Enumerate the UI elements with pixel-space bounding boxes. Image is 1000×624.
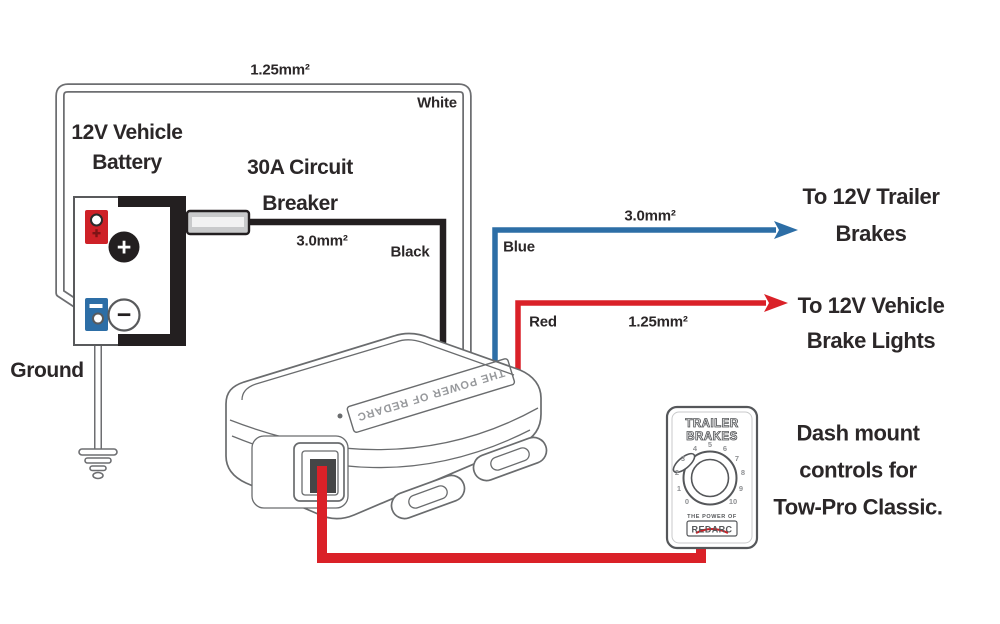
redarc-logo-text: REDARC <box>692 525 733 535</box>
brake-lights-line1: To 12V Vehicle <box>797 293 945 318</box>
dial-number: 1 <box>677 484 681 493</box>
dial-number: 9 <box>739 484 743 493</box>
dash-control-panel: TRAILER BRAKES 0 1 2 3 4 5 6 7 8 9 10 TH… <box>665 405 759 550</box>
dash-caption-line1: Dash mount <box>796 420 920 446</box>
circuit-breaker-label-line1: 30A Circuit <box>247 156 353 179</box>
white-wire-label: White <box>417 94 457 112</box>
dial-number: 4 <box>693 444 698 453</box>
battery-label: 12V Vehicle Battery <box>71 118 183 178</box>
dial-number: 3 <box>681 454 685 463</box>
positive-symbol: + <box>108 231 140 263</box>
top-wire-gauge-label: 1.25mm² <box>250 61 310 79</box>
panel-title-line2: BRAKES <box>686 431 738 443</box>
plus-icon: + <box>117 234 132 262</box>
battery-label-line1: 12V Vehicle <box>71 121 183 144</box>
dash-caption-line2: controls for <box>799 457 917 483</box>
battery-label-line2: Battery <box>92 151 162 174</box>
dial-number: 2 <box>675 468 679 477</box>
indicator-dot <box>337 413 343 419</box>
red-arrow-icon <box>764 294 788 312</box>
trailer-brakes-destination-label: To 12V Trailer Brakes <box>802 178 939 252</box>
ground-symbol <box>78 448 118 480</box>
negative-symbol: − <box>107 298 141 332</box>
brake-lights-destination-label: To 12V Vehicle Brake Lights <box>798 288 945 358</box>
mounting-flange-right <box>472 436 548 482</box>
blue-wire-gauge-label: 3.0mm² <box>624 207 676 225</box>
battery: + − <box>73 196 186 346</box>
red-wire-gauge-label: 1.25mm² <box>628 313 688 331</box>
panel-footer-text: THE POWER OF <box>687 514 737 520</box>
battery-negative-terminal <box>85 298 108 331</box>
circuit-breaker <box>185 209 251 236</box>
battery-positive-terminal <box>85 210 108 244</box>
white-ground-loop-wire <box>55 83 472 355</box>
knob-pointer <box>672 452 696 474</box>
trailer-brakes-line1: To 12V Trailer <box>802 184 940 209</box>
dial-number: 6 <box>723 444 727 453</box>
brake-controller-unit: THE POWER OF REDARC <box>225 332 548 520</box>
dial-number: 10 <box>729 497 737 506</box>
black-wire-gauge-label: 3.0mm² <box>296 232 348 250</box>
red-wire-label: Red <box>529 313 557 331</box>
control-knob[interactable] <box>671 450 738 506</box>
blue-trailer-wire <box>492 221 798 362</box>
circuit-breaker-label: 30A Circuit Breaker <box>247 150 353 222</box>
red-brakelight-wire <box>515 294 788 370</box>
dial-scale: 0 1 2 3 4 5 6 7 8 9 10 <box>675 440 745 506</box>
dial-number: 7 <box>735 454 739 463</box>
minus-icon: − <box>117 301 132 329</box>
circuit-breaker-label-line2: Breaker <box>262 192 338 215</box>
dash-caption-line3: Tow-Pro Classic. <box>773 494 943 520</box>
mounting-flange-bottom <box>390 474 466 520</box>
controller-socket <box>251 435 349 509</box>
ground-label: Ground <box>10 359 84 382</box>
blue-wire-label: Blue <box>503 238 535 256</box>
dial-number: 0 <box>685 497 689 506</box>
brake-lights-line2: Brake Lights <box>806 328 936 353</box>
redarc-logo: REDARC <box>686 520 738 537</box>
panel-title-line1: TRAILER <box>685 418 739 430</box>
dial-number: 8 <box>741 468 745 477</box>
dash-controls-caption: Dash mount controls for Tow-Pro Classic. <box>773 415 943 526</box>
trailer-brakes-line2: Brakes <box>835 221 907 246</box>
blue-arrow-icon <box>774 221 798 239</box>
dial-number: 5 <box>708 440 712 449</box>
black-wire-label: Black <box>390 243 430 261</box>
